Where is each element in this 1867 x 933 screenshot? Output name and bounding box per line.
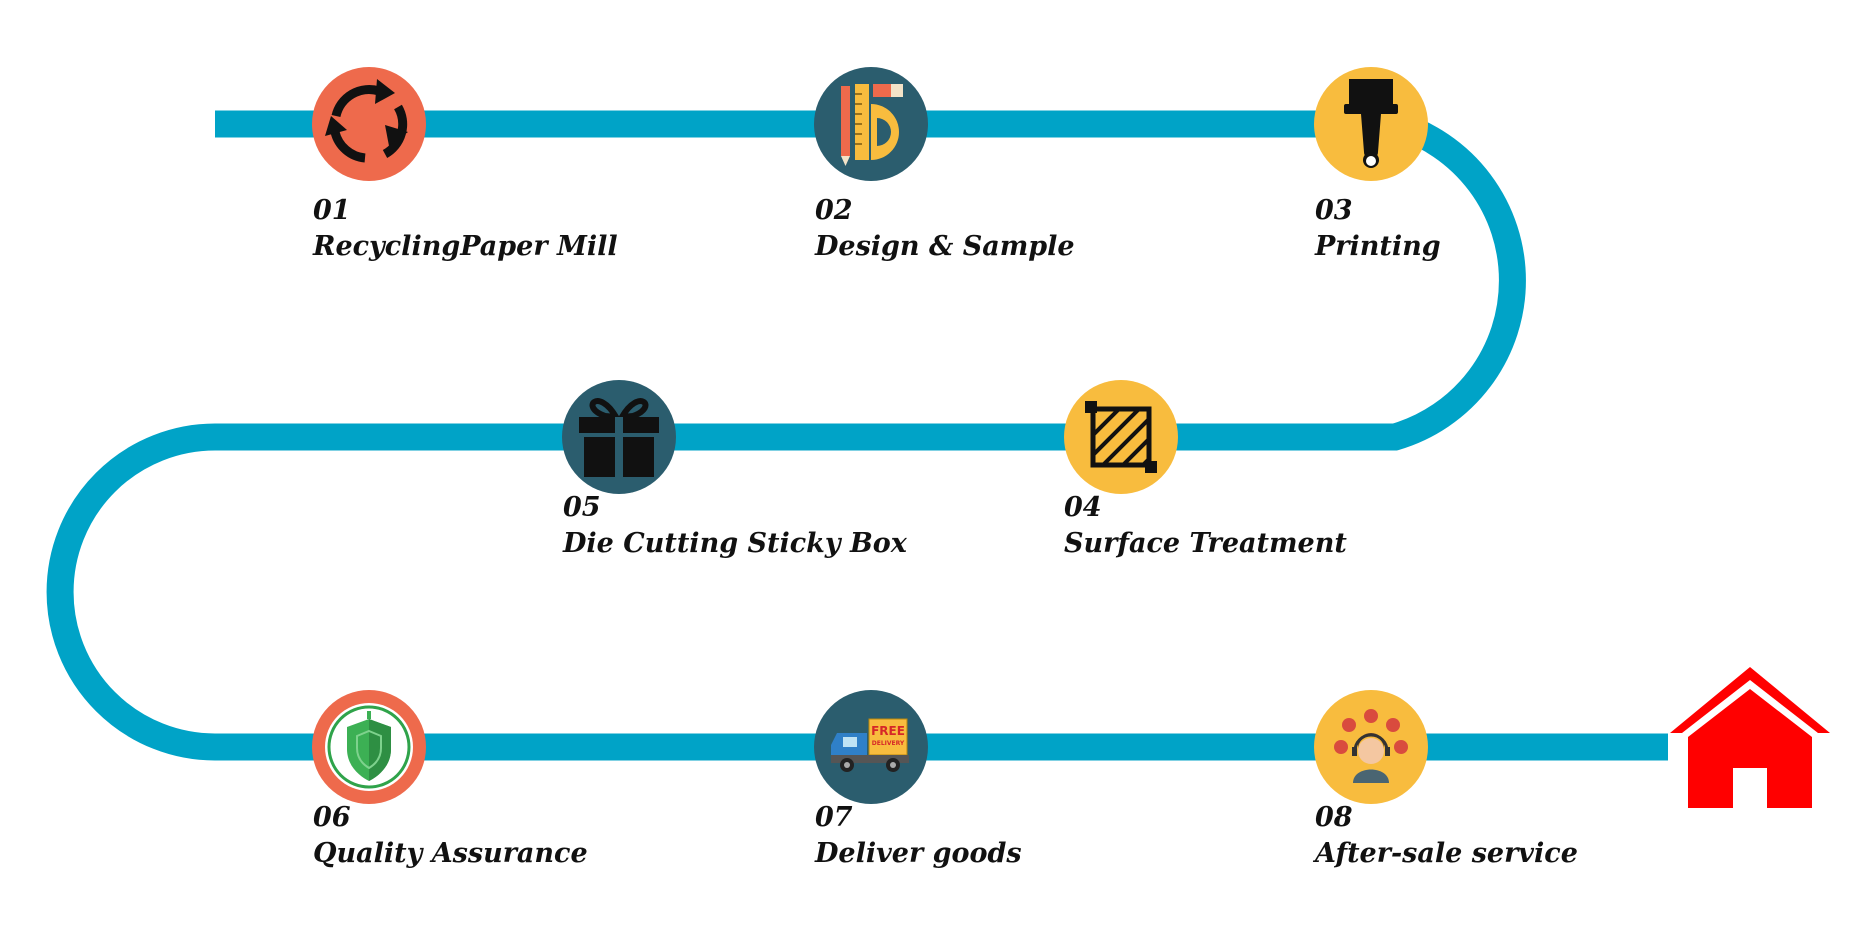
step-08-number: 08 [1315,802,1353,833]
paint-brush-icon [1344,79,1398,168]
step-07-title: Deliver goods [815,838,1022,869]
shield-icon [347,711,391,781]
step-03-icon [1314,67,1428,181]
home-icon [1670,667,1830,808]
support-agent-icon [1334,709,1408,783]
step-01-icon [312,67,426,181]
step-02-icon [814,67,928,181]
step-01-number: 01 [313,195,351,226]
gift-box-icon [579,398,659,477]
truck-sign-subtext: DELIVERY [872,740,905,747]
step-02-title: Design & Sample [815,231,1075,262]
step-04-title: Surface Treatment [1064,528,1347,559]
step-08-icon [1314,690,1428,804]
step-01-circle [312,67,426,181]
step-07-number: 07 [815,802,853,833]
step-01-title: RecyclingPaper Mill [313,231,618,262]
step-04-icon [1064,380,1178,494]
step-05-icon [562,380,676,494]
step-05-number: 05 [563,492,601,523]
step-03-number: 03 [1315,195,1353,226]
step-02-number: 02 [815,195,853,226]
step-06-title: Quality Assurance [313,838,588,869]
step-04-number: 04 [1064,492,1102,523]
hatched-crop-icon [1085,401,1157,473]
step-06-number: 06 [313,802,351,833]
truck-sign-text: FREE [871,724,905,738]
ruler-pencil-icon [841,84,903,166]
step-07-icon: FREE DELIVERY [814,690,928,804]
step-06-icon [312,690,426,804]
step-08-title: After-sale service [1315,838,1578,869]
delivery-truck-icon: FREE DELIVERY [831,718,909,772]
step-05-title: Die Cutting Sticky Box [563,528,907,559]
step-04-circle [1064,380,1178,494]
step-03-title: Printing [1315,231,1441,262]
flow-path [46,110,1668,761]
